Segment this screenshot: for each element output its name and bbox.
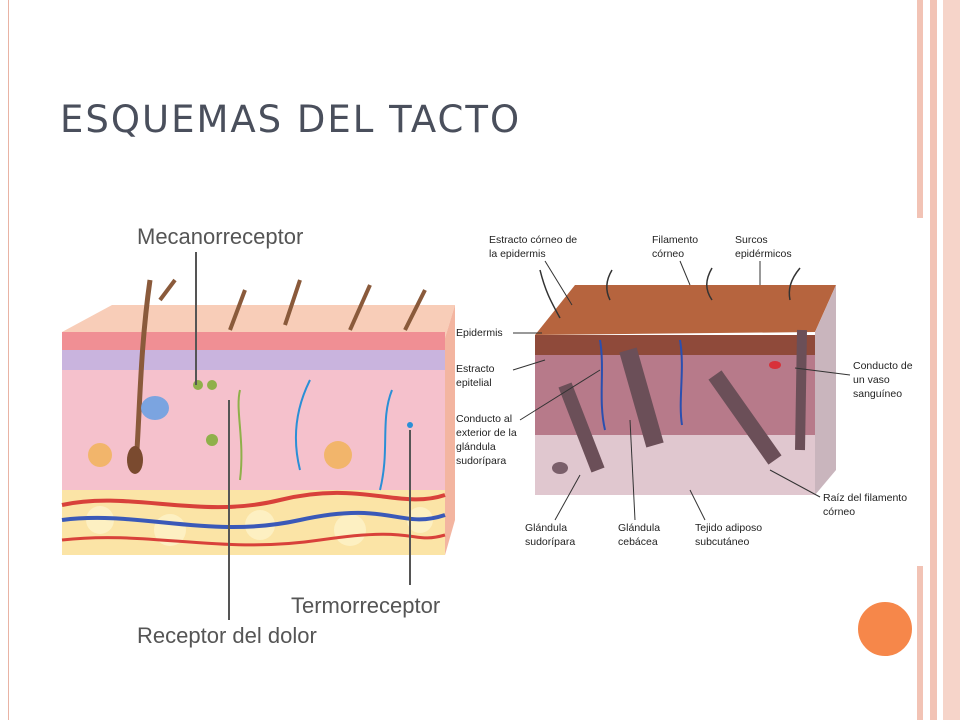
vessel-label-1: Conducto de	[853, 360, 913, 372]
epithelial-label-2: epitelial	[456, 377, 492, 389]
duct-label-4: sudorípara	[456, 455, 506, 467]
pain-receptor-label: Receptor del dolor	[137, 623, 317, 648]
duct-label-1: Conducto al	[456, 413, 512, 425]
vessel-label-2: un vaso	[853, 374, 890, 386]
sweat-gland-label-2: sudorípara	[525, 536, 575, 548]
stratum-corneum-label-1: Estracto córneo de	[489, 234, 577, 246]
right-frame-stripe	[943, 0, 960, 720]
duct-label-2: exterior de la	[456, 427, 517, 439]
accent-circle	[856, 600, 914, 658]
filament-label-2: córneo	[652, 248, 684, 260]
right-frame-stripe	[930, 0, 937, 720]
filament-label-1: Filamento	[652, 234, 698, 246]
histology-leader-lines	[512, 260, 851, 521]
sweat-gland-label-1: Glándula	[525, 522, 567, 534]
skin-histology-illustration	[535, 267, 836, 495]
left-frame-line	[8, 0, 9, 720]
duct-label-3: glándula	[456, 441, 496, 453]
thermoreceptor-label: Termorreceptor	[291, 593, 440, 618]
root-label-2: córneo	[823, 506, 855, 518]
mechanoreceptor-label: Mecanorreceptor	[137, 224, 303, 249]
vessel-label-3: sanguíneo	[853, 388, 902, 400]
right-frame-gap	[917, 218, 923, 566]
epidermis-label: Epidermis	[456, 327, 503, 339]
grooves-label-1: Surcos	[735, 234, 768, 246]
root-label-1: Raíz del filamento	[823, 492, 907, 504]
grooves-label-2: epidérmicos	[735, 248, 792, 260]
stratum-corneum-label-2: la epidermis	[489, 248, 546, 260]
sebaceous-gland-label-2: cebácea	[618, 536, 658, 548]
adipose-label-2: subcutáneo	[695, 536, 749, 548]
sebaceous-gland-label-1: Glándula	[618, 522, 660, 534]
slide-title: ESQUEMAS DEL TACTO	[60, 98, 522, 141]
epithelial-label-1: Estracto	[456, 363, 495, 375]
adipose-label-1: Tejido adiposo	[695, 522, 762, 534]
skin-block-illustration	[61, 278, 455, 555]
